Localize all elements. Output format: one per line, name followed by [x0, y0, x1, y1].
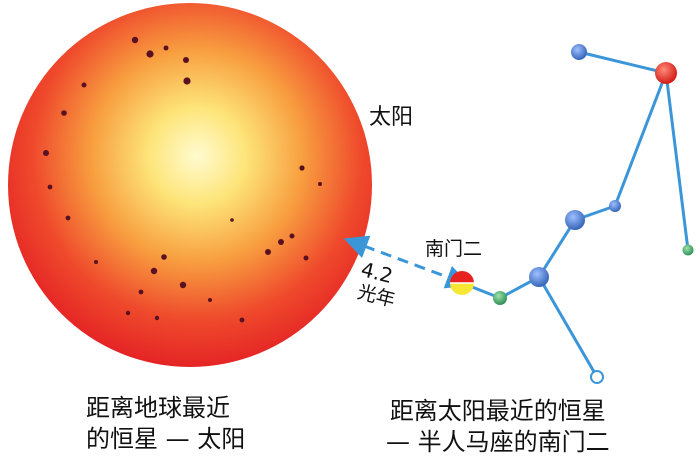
- star-red-giant: [655, 62, 677, 84]
- sun: [8, 3, 372, 367]
- alpha-centauri: [450, 271, 474, 295]
- distance-arrow: [343, 235, 471, 289]
- star-mid: [565, 210, 585, 230]
- star-small-right: [609, 200, 621, 212]
- alpha-centauri-label: 南门二: [425, 238, 483, 260]
- caption-sun-line-2: 的恒星 — 太阳: [86, 425, 246, 453]
- star-green-left: [493, 291, 507, 305]
- caption-sun-line-1: 距离地球最近: [86, 394, 230, 422]
- caption-alpha-centauri-line-2: — 半人马座的南门二: [386, 428, 610, 456]
- sun-label: 太阳: [369, 105, 414, 130]
- star-green-right: [682, 244, 694, 256]
- caption-sun: 距离地球最近 的恒星 — 太阳: [86, 393, 245, 455]
- caption-alpha-centauri-line-1: 距离太阳最近的恒星: [389, 397, 606, 425]
- sun-disk: [8, 3, 372, 367]
- star-junction: [529, 267, 549, 287]
- constellation-lines: [460, 50, 690, 379]
- star-hollow: [590, 370, 604, 384]
- sunspots: [43, 36, 322, 323]
- caption-alpha-centauri: 距离太阳最近的恒星 — 半人马座的南门二: [386, 396, 610, 458]
- star-top-left: [571, 44, 587, 60]
- constellation-stars: [493, 44, 694, 384]
